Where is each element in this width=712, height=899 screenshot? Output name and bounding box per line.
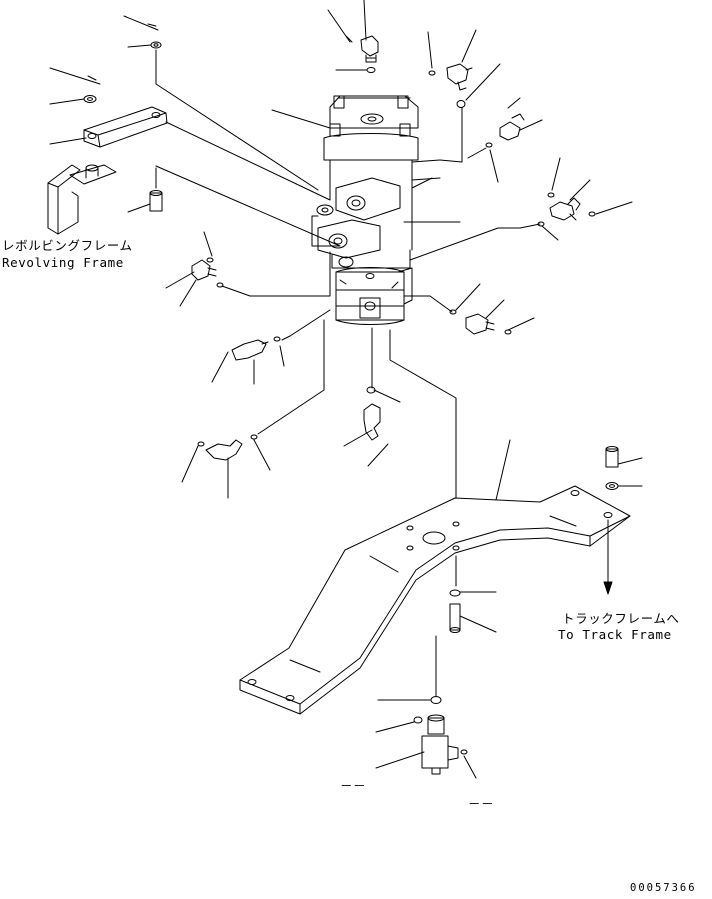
bolt-under-bracket [449, 603, 461, 633]
o-ring-upper-right-b [456, 100, 466, 108]
o-ring-bottom-small [413, 716, 423, 724]
o-ring-top [366, 67, 376, 73]
straight-fitting-right-1 [499, 113, 525, 141]
o-ring-right-2c [588, 211, 596, 217]
label-track-frame-en: To Track Frame [558, 627, 672, 642]
o-ring-bottom-right [460, 749, 468, 755]
o-ring-upper-right-a [428, 70, 436, 76]
washer-right [605, 482, 619, 490]
o-ring-right-3a [449, 309, 457, 315]
o-ring-left-1b [216, 282, 224, 288]
bolt-right [605, 446, 619, 468]
o-ring-right-1 [485, 142, 493, 148]
washer-upper-left [150, 41, 162, 49]
hose-lines [155, 49, 541, 697]
elbow-fitting-left-3 [205, 439, 243, 461]
label-revolving-frame-jp: レボルビングフレーム [2, 238, 133, 253]
washer-left [83, 95, 97, 103]
label-track-frame-jp: トラックフレームへ [562, 611, 680, 626]
bolt-left [149, 190, 163, 212]
straight-fitting-right-3 [465, 313, 495, 335]
track-frame-arrow [603, 519, 613, 595]
o-ring-left-1a [206, 257, 214, 263]
washer-under-bracket [449, 589, 461, 597]
o-ring-right-2a [547, 192, 555, 198]
o-ring-right-3b [504, 329, 512, 335]
label-placeholder-left: －－ [340, 778, 367, 793]
straight-fitting-left-2 [231, 339, 269, 361]
o-ring-left-2 [273, 336, 281, 342]
lower-bracket [239, 485, 631, 715]
elbow-fitting-bottom-center [363, 403, 381, 441]
straight-fitting-left-1 [191, 259, 217, 281]
o-ring-left-3a [197, 441, 205, 447]
leader-lines [49, 0, 643, 779]
o-ring-left-3b [250, 434, 258, 440]
reference-number: 00057366 [630, 882, 697, 894]
elbow-fitting-top [360, 35, 379, 63]
tee-fitting-right-2 [549, 197, 581, 221]
label-revolving-frame-en: Revolving Frame [2, 255, 124, 270]
o-ring-bottom [430, 696, 442, 704]
swivel-joint [316, 95, 441, 325]
bottom-adapter [421, 714, 459, 775]
strap-plate [83, 106, 168, 148]
elbow-fitting-upper-right [446, 63, 473, 91]
label-placeholder-right: －－ [468, 796, 495, 811]
revolving-frame-bracket [47, 164, 117, 235]
